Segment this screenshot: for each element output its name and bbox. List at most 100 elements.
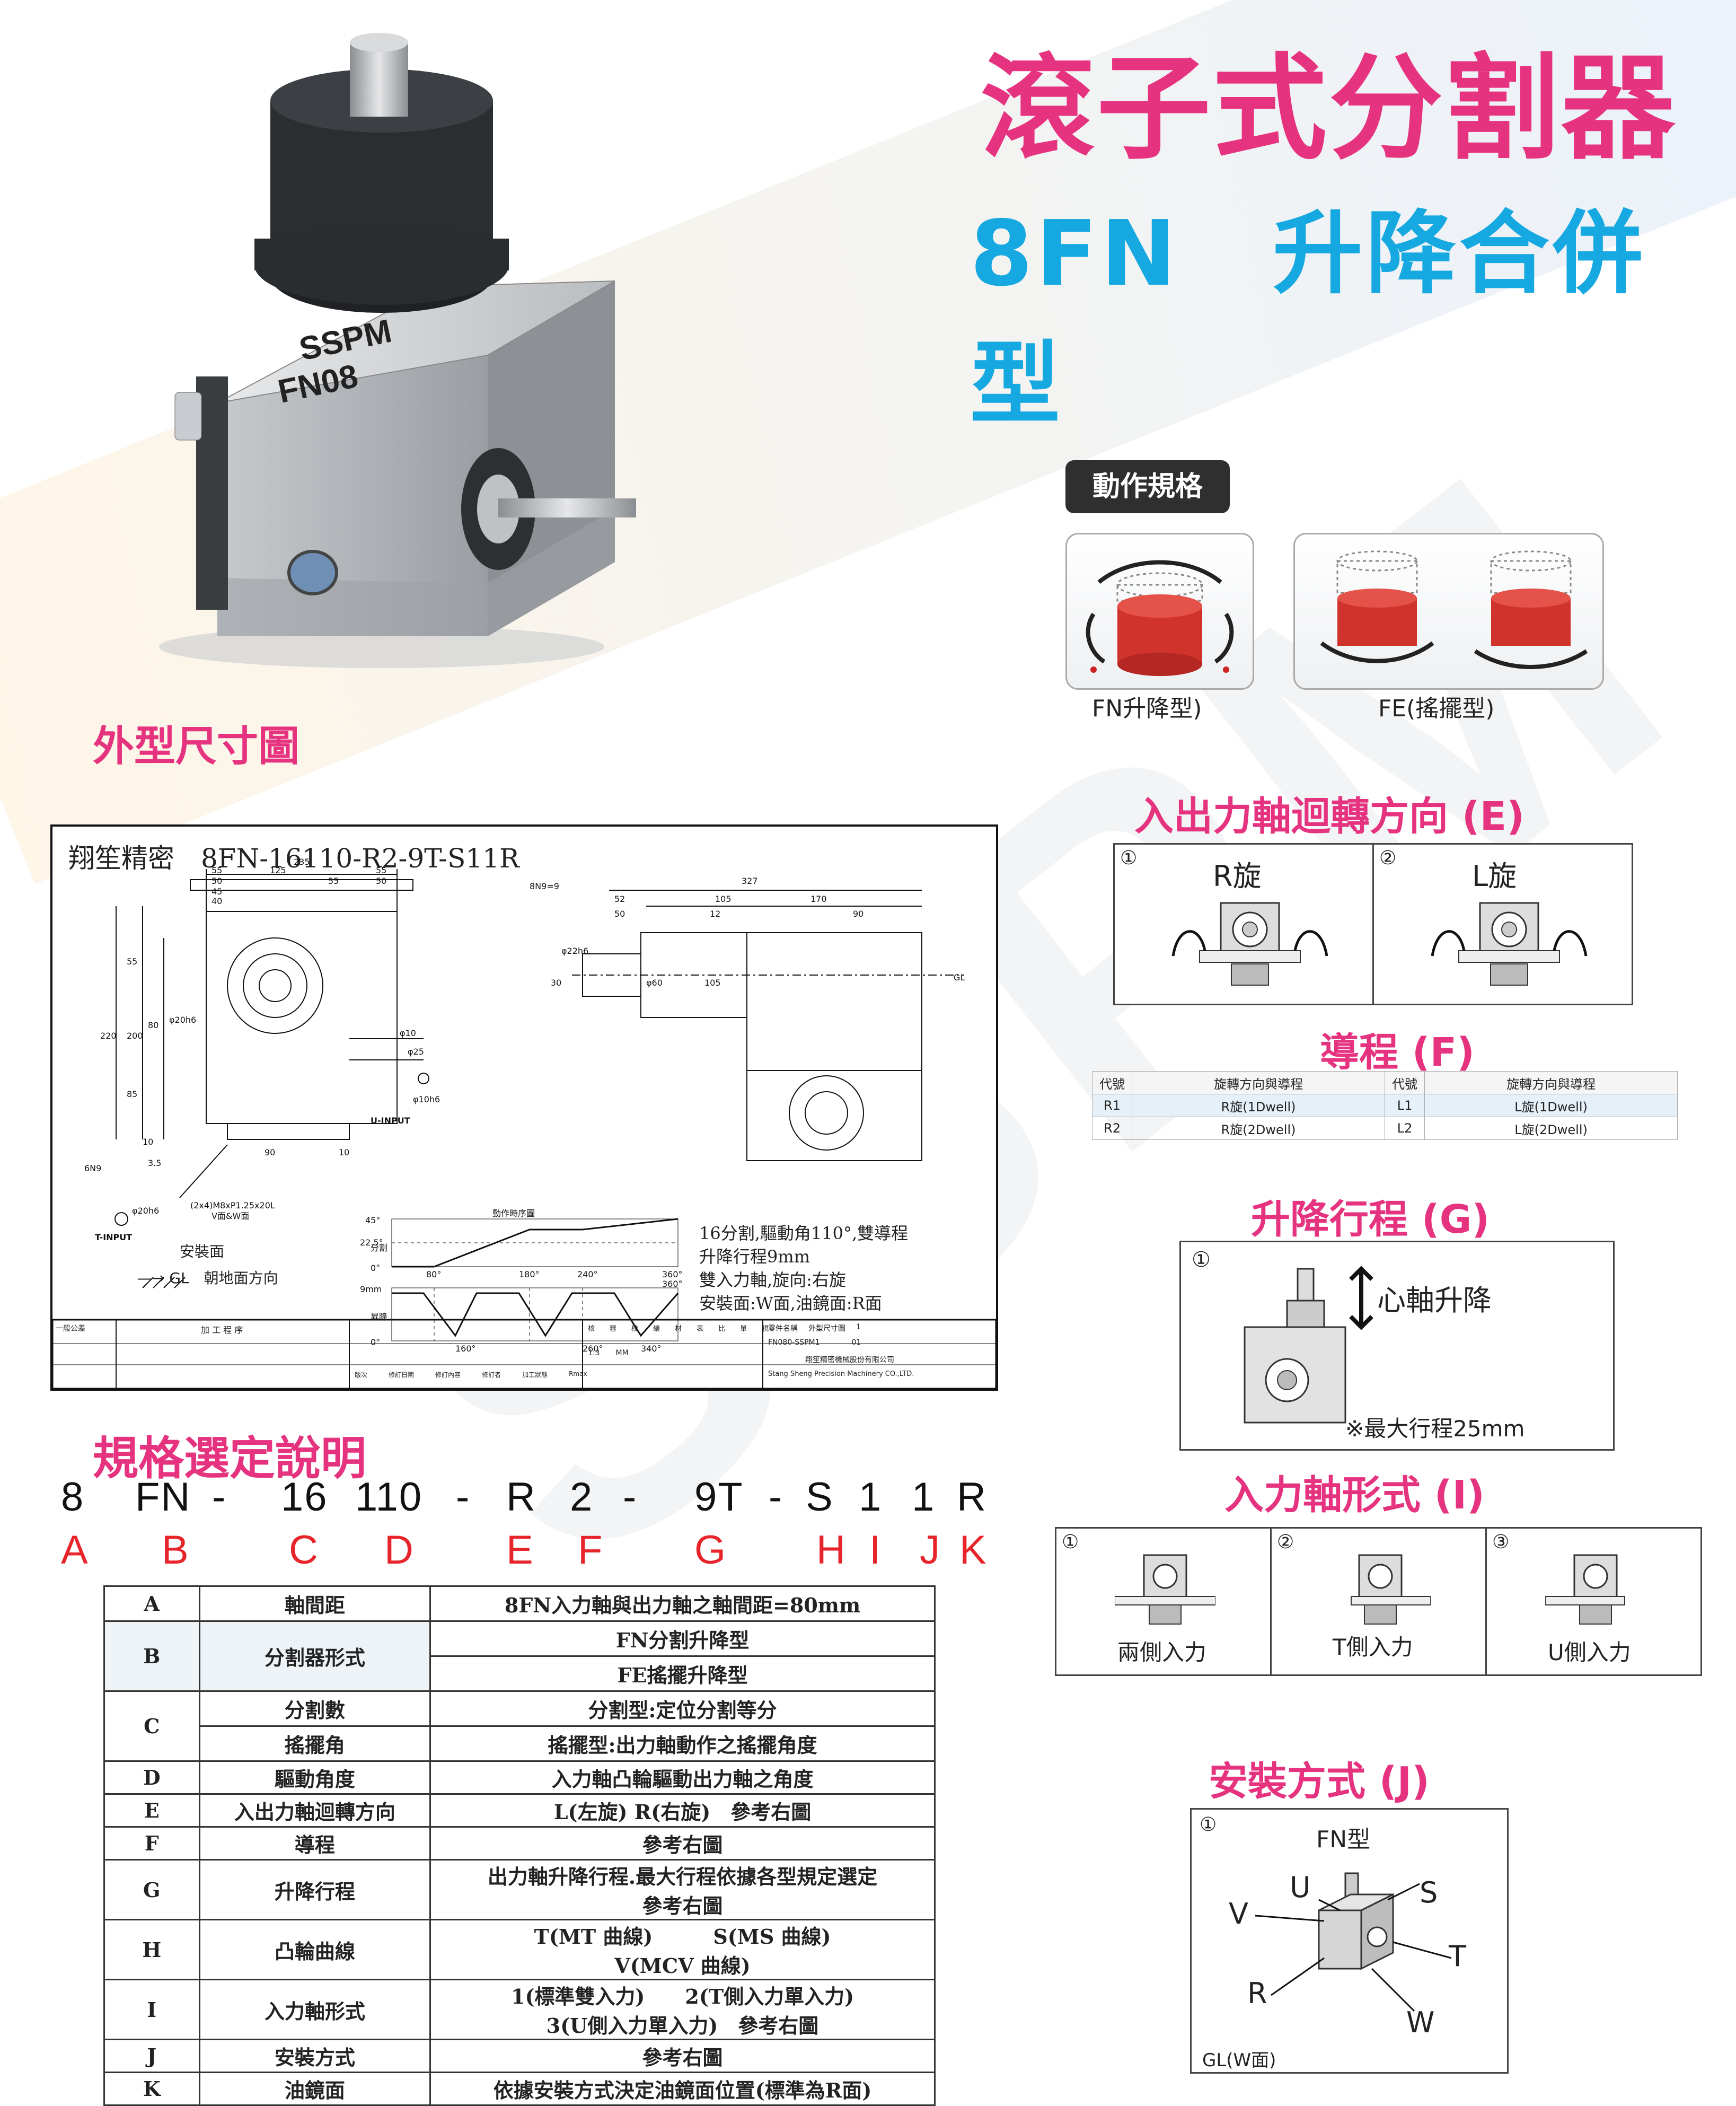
code-part-8: 8 xyxy=(61,1475,85,1520)
code-letters: A B C D E F G H I J K xyxy=(0,1527,1007,1580)
input-shaft-panel: ① 兩側入力 ② T側入力 ③ U側入力 xyxy=(1055,1527,1702,1676)
rotation-l-num: ② xyxy=(1379,847,1397,869)
rotation-r: ① R旋 xyxy=(1115,845,1374,1004)
label-90: 90 xyxy=(265,1147,275,1157)
tb-col-0: 核 xyxy=(588,1325,595,1333)
tb-values: 1:3 MM xyxy=(588,1349,629,1357)
dim-85: 85 xyxy=(127,1089,137,1099)
chart-angle-45: 45° xyxy=(365,1215,380,1225)
lead-header-row: 代號 旋轉方向與導程 代號 旋轉方向與導程 xyxy=(1091,1071,1678,1094)
chart-x-340: 340° xyxy=(641,1344,662,1354)
input-shaft-icon-u xyxy=(1545,1554,1625,1625)
spec-desc: 1(標準雙入力) 2(T側入力單入力) xyxy=(511,1985,854,2008)
code-dash-3: - xyxy=(623,1475,638,1520)
mounting-title: 安裝方式 (J) xyxy=(1209,1759,1430,1804)
dim-50a: 50 xyxy=(212,876,222,886)
spec-desc-cell: T(MT 曲線) S(MS 曲線) V(MCV 曲線) xyxy=(429,1919,936,1980)
code-part-1a: 1 xyxy=(859,1475,883,1520)
spec-key: J xyxy=(103,2039,200,2073)
spec-desc: 8FN入力軸與出力軸之軸間距=80mm xyxy=(429,1585,936,1622)
stroke-note: ※最大行程25mm xyxy=(1345,1416,1525,1442)
tb-part-no: FN080-SSPM1 xyxy=(768,1338,820,1347)
lead-cell: L2 xyxy=(1384,1117,1425,1140)
spec-row-c2: 搖擺角 搖擺型:出力軸動作之搖擺角度 xyxy=(104,1725,936,1762)
code-part-110: 110 xyxy=(355,1475,423,1520)
label-10: 10 xyxy=(339,1147,349,1157)
lead-header: 旋轉方向與導程 xyxy=(1424,1071,1678,1094)
fe-motion-icon xyxy=(1320,550,1588,669)
mounting-panel: ① FN型 V U S T R W GL(W面) xyxy=(1190,1808,1509,2074)
letter-d: D xyxy=(384,1528,413,1573)
tb-revise-2: 修訂內容 xyxy=(435,1371,461,1379)
dim-12: 12 xyxy=(710,909,720,919)
legend-gl: —→ GL 朝地面方向 xyxy=(137,1269,278,1287)
chart-x-360b: 360° xyxy=(662,1279,683,1289)
dim-10: 10 xyxy=(143,1137,153,1147)
dim-105a: 105 xyxy=(715,894,732,904)
spec-desc: 參考右圖 xyxy=(429,2039,936,2073)
input-shaft-title: 入力軸形式 (I) xyxy=(1224,1472,1485,1518)
dim-52: 52 xyxy=(614,894,625,904)
letter-e: E xyxy=(506,1528,533,1573)
spec-row-j: J 安裝方式 參考右圖 xyxy=(103,2039,936,2073)
rotation-l-label: L旋 xyxy=(1472,859,1517,893)
code-part-9t: 9T xyxy=(694,1475,744,1520)
chart-angle-22: 22.5° xyxy=(360,1238,383,1248)
tb-part-label: 零件名稱 xyxy=(768,1324,798,1333)
code-part-2: 2 xyxy=(570,1475,594,1520)
input-shaft-num: ② xyxy=(1277,1531,1294,1553)
spec-desc-2: V(MCV 曲線) xyxy=(614,1954,751,1978)
tb-cols: 核 審 校 繪 材 表 比 單 視 xyxy=(588,1323,769,1333)
spec-key: A xyxy=(103,1585,200,1622)
tb-company-en: Stang Sheng Precision Machinery CO.,LTD. xyxy=(768,1370,914,1378)
spec-key: B xyxy=(103,1620,200,1692)
chart-top-title: 動作時序圖 xyxy=(492,1208,535,1218)
lead-header: 旋轉方向與導程 xyxy=(1132,1071,1385,1094)
tb-revise-1: 修訂日期 xyxy=(389,1371,415,1379)
spec-desc-2: 搖擺型:出力軸動作之搖擺角度 xyxy=(429,1725,936,1762)
outline-drawing: 翔笙精密 8FN-16110-R2-9T-S11R xyxy=(50,824,998,1391)
dim-170: 170 xyxy=(810,894,827,904)
input-shaft-item-1: ① 兩側入力 xyxy=(1056,1529,1272,1674)
mounting-icon xyxy=(1255,1872,1452,2012)
tb-revise-0: 版次 xyxy=(355,1371,368,1379)
mounting-face-r: R xyxy=(1247,1977,1267,2010)
chart-x-360: 360° xyxy=(662,1269,683,1279)
code-dash-2: - xyxy=(456,1475,471,1520)
spec-desc-cell: 1(標準雙入力) 2(T側入力單入力) 3(U側入力單入力) 參考右圖 xyxy=(429,1979,936,2040)
rotation-l-icon xyxy=(1431,902,1588,986)
spec-table: A 軸間距 8FN入力軸與出力軸之軸間距=80mm B 分割器形式 FN分割升降… xyxy=(103,1585,936,2106)
label-t-input: T-INPUT xyxy=(95,1232,132,1242)
tb-col-7: 單 xyxy=(740,1325,747,1333)
label-u-input: U-INPUT xyxy=(371,1116,410,1126)
page-subtitle: 8FN 升降合併型 xyxy=(970,201,1646,437)
rotation-r-icon xyxy=(1171,902,1328,986)
drawing-notes: 16分割,驅動角110°,雙導程 升降行程9mm 雙入力軸,旋向:右旋 安裝面:… xyxy=(699,1222,908,1315)
dim-55c: 55 xyxy=(328,876,339,886)
spec-desc: 分割型:定位分割等分 xyxy=(429,1690,936,1727)
tb-col-8: 視 xyxy=(762,1325,769,1333)
tb-revise-5: Rmax xyxy=(569,1370,587,1377)
label-20h6-b: φ20h6 xyxy=(132,1206,159,1216)
lead-header: 代號 xyxy=(1384,1071,1425,1094)
lead-cell: R1 xyxy=(1091,1094,1133,1117)
letter-h: H xyxy=(816,1528,845,1573)
drawing-canvas: 235 55 125 55 50 55 50 45 40 220 200 80 … xyxy=(52,857,996,1389)
lead-cell: R旋(2Dwell) xyxy=(1132,1117,1385,1140)
letter-k: K xyxy=(959,1528,986,1573)
spec-name: 油鏡面 xyxy=(198,2072,431,2106)
tb-company-cn: 翔笙精密機械股份有限公司 xyxy=(805,1356,894,1364)
label-phi25: φ25 xyxy=(408,1047,424,1057)
rotation-r-num: ① xyxy=(1120,847,1138,869)
tb-rev: 01 xyxy=(851,1338,861,1347)
tb-col-5: 表 xyxy=(697,1325,704,1333)
label-bolts: (2x4)M8xP1.25x20L xyxy=(190,1200,275,1210)
spec-desc-2: 3(U側入力單入力) 參考右圖 xyxy=(546,2014,819,2038)
tb-part-row-2: FN080-SSPM1 01 xyxy=(768,1338,861,1347)
label-vw-face: V面&W面 xyxy=(212,1211,249,1221)
lead-row: R1 R旋(1Dwell) L1 L旋(1Dwell) xyxy=(1091,1094,1678,1117)
lead-cell: L旋(1Dwell) xyxy=(1424,1094,1678,1117)
mounting-face-u: U xyxy=(1290,1871,1311,1904)
letter-i: I xyxy=(869,1528,881,1573)
legend-mount: 安裝面 xyxy=(180,1243,225,1260)
